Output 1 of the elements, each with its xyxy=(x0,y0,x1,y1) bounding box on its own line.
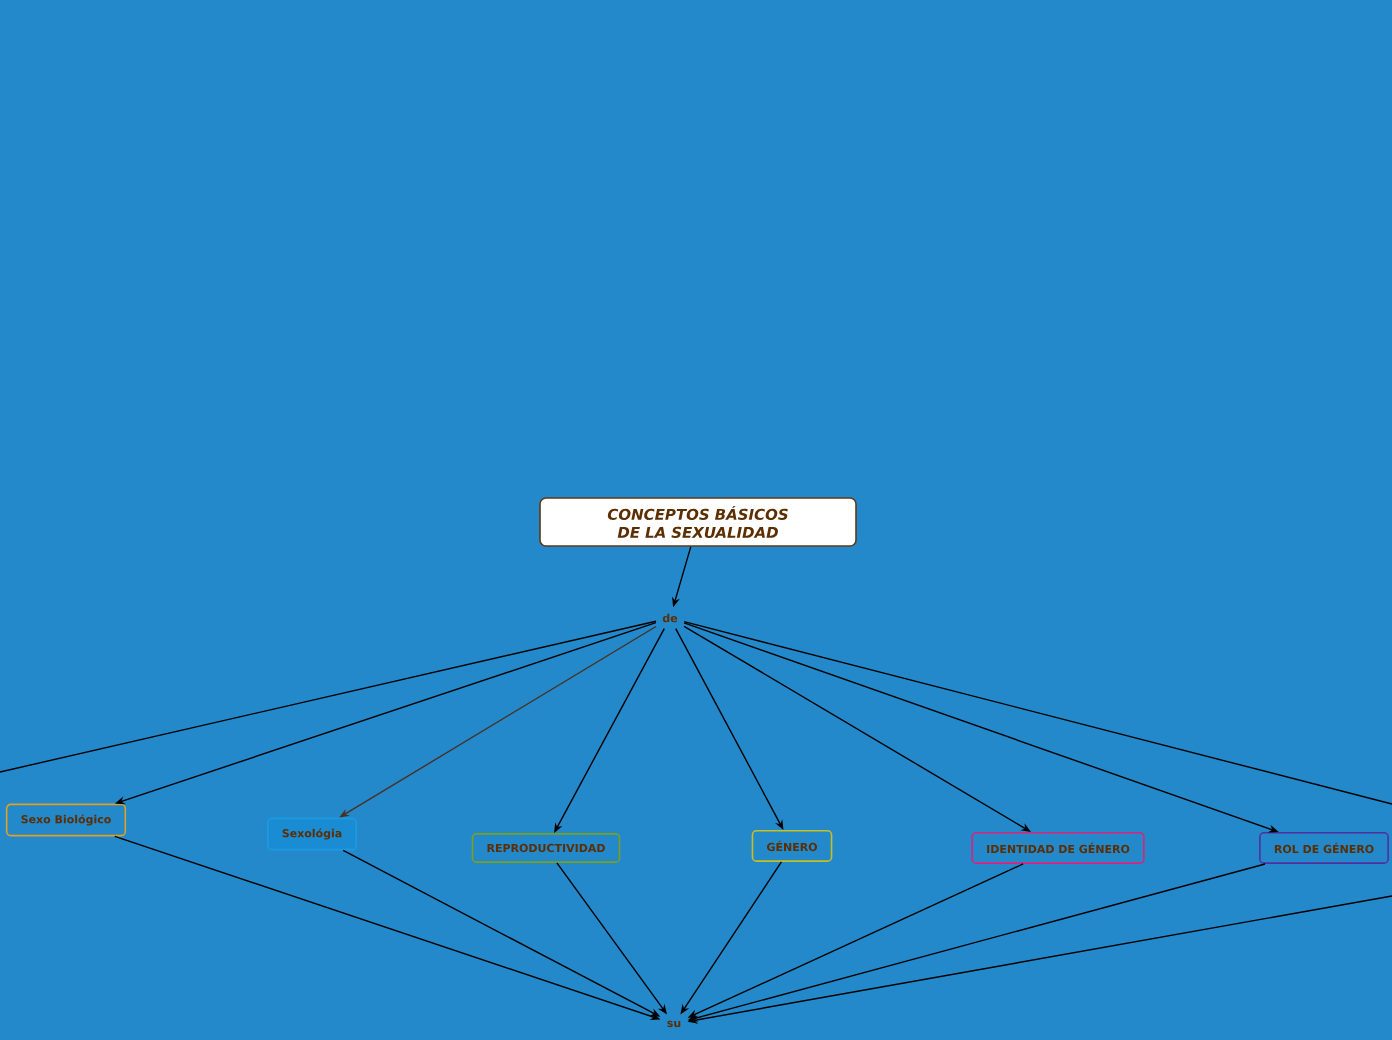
arrow xyxy=(675,627,784,830)
